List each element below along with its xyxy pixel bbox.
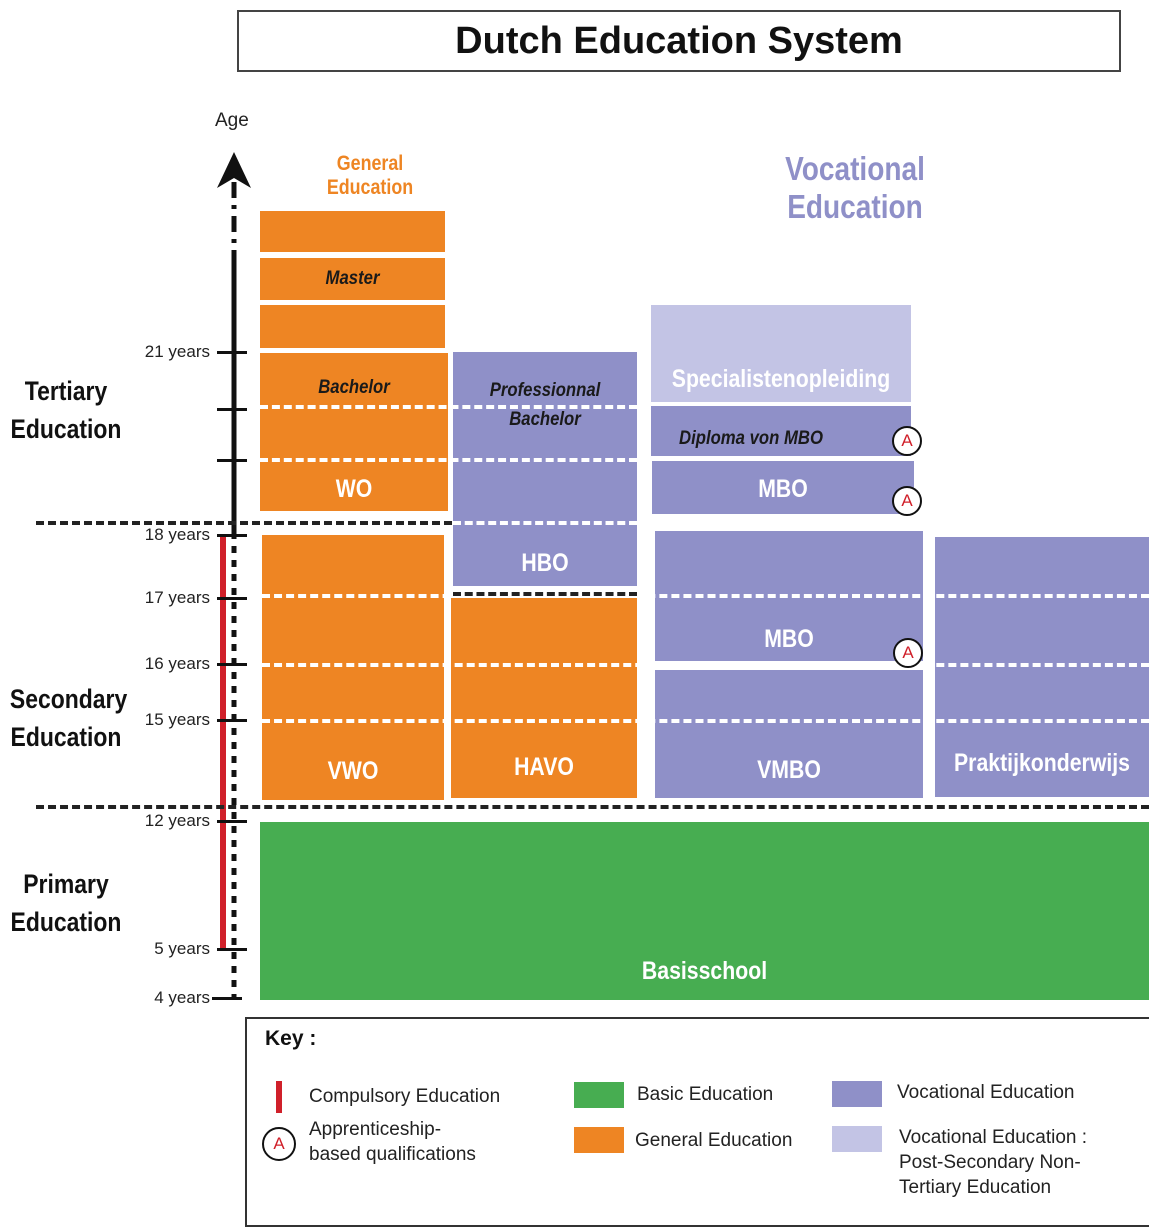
age-label-16: 16 years <box>144 654 210 673</box>
key-box: Key : Compulsory Education A Apprentices… <box>245 1017 1149 1227</box>
tick-4 <box>212 997 242 1000</box>
compulsory-education-bar <box>220 535 226 950</box>
basisschool-block: Basisschool <box>260 822 1149 1000</box>
hbo-block: Professionnal Bachelor HBO <box>453 352 637 586</box>
key-basic: Basic Education <box>637 1084 774 1105</box>
key-heading: Key : <box>265 1027 317 1050</box>
diagram-title: Dutch Education System <box>237 10 1121 72</box>
tick-12 <box>217 820 247 823</box>
stage-tertiary: Tertiary Education <box>10 376 122 444</box>
havo-block: HAVO <box>451 598 637 798</box>
age-label-17: 17 years <box>144 588 210 607</box>
basic-education-swatch <box>574 1082 624 1108</box>
tick-15 <box>217 719 247 722</box>
vwo-block: VWO <box>262 535 444 800</box>
tick-5 <box>217 948 247 951</box>
year-line-hbo <box>453 521 637 525</box>
vocational-education-swatch <box>832 1081 882 1107</box>
tick-19 <box>217 459 247 462</box>
vocational-post-secondary-swatch <box>832 1126 882 1152</box>
apprenticeship-badge-mbo-mid: A <box>893 638 923 668</box>
stage-primary: Primary Education <box>10 869 122 937</box>
vmbo-block: VMBO <box>655 670 923 798</box>
stage-secondary: Secondary Education <box>9 684 128 752</box>
tick-16 <box>217 663 247 666</box>
age-label-5: 5 years <box>154 939 210 958</box>
age-label-4: 4 years <box>154 988 210 1007</box>
tick-21 <box>217 351 247 354</box>
age-label-21: 21 years <box>144 342 210 361</box>
praktijkonderwijs-block: Praktijkonderwijs <box>935 537 1149 797</box>
key-apprenticeship: Apprenticeship- based qualifications <box>309 1119 476 1165</box>
key-vocational: Vocational Education <box>897 1082 1075 1103</box>
boundary-secondary-primary <box>36 805 1149 809</box>
key-compulsory: Compulsory Education <box>309 1086 501 1107</box>
key-general: General Education <box>635 1130 793 1151</box>
tick-18 <box>217 534 247 537</box>
year-line-19 <box>260 458 637 462</box>
tick-17 <box>217 597 247 600</box>
tick-20 <box>217 408 247 411</box>
general-education-swatch <box>574 1127 624 1153</box>
axis-label: Age <box>215 110 249 131</box>
apprenticeship-badge-mbo-upper: A <box>892 486 922 516</box>
age-label-18: 18 years <box>144 525 210 544</box>
year-line-20 <box>260 405 637 409</box>
year-line-17 <box>262 594 1149 598</box>
wo-block: Bachelor WO <box>260 353 448 511</box>
boundary-hbo-havo <box>453 592 637 596</box>
age-axis-arrow-icon <box>217 152 251 1000</box>
year-line-15 <box>262 719 1149 723</box>
age-label-15: 15 years <box>144 710 210 729</box>
specialistenopleiding-block: Specialistenopleiding <box>651 305 911 402</box>
master-block-bottom <box>260 305 445 348</box>
diploma-mbo-block: Diploma von MBO <box>651 406 911 456</box>
boundary-tertiary-secondary <box>36 521 452 525</box>
general-education-header: General Education <box>326 152 414 199</box>
master-block: Master <box>260 258 445 300</box>
compulsory-key-icon <box>276 1081 282 1113</box>
year-line-16 <box>262 663 1149 667</box>
apprenticeship-badge-diploma: A <box>892 426 922 456</box>
key-vocational-post: Vocational Education : Post-Secondary No… <box>899 1127 1088 1198</box>
apprenticeship-key-icon: A <box>262 1127 296 1161</box>
mbo-upper-block: MBO <box>652 461 914 514</box>
vocational-education-header: Vocational Education <box>785 150 925 225</box>
master-block-top <box>260 211 445 252</box>
age-label-12: 12 years <box>144 811 210 830</box>
